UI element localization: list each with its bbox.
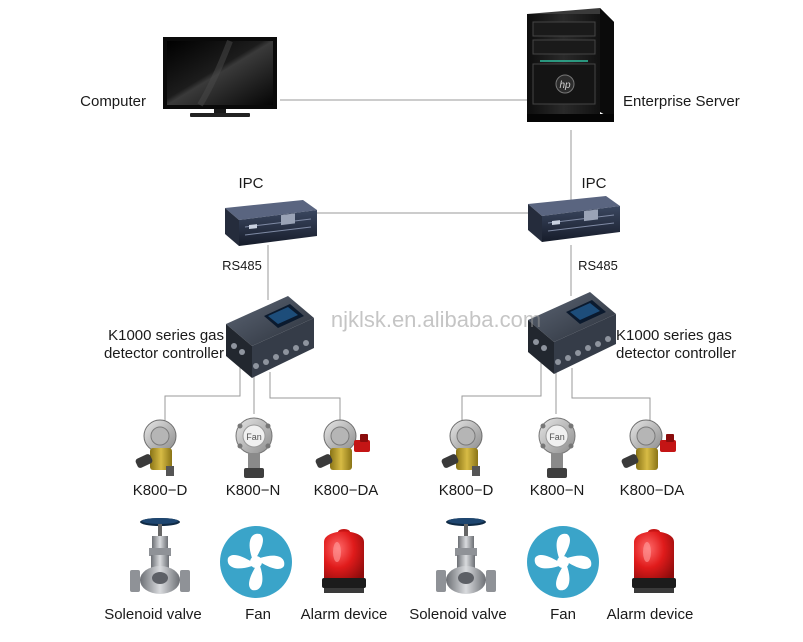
alarm-light-icon bbox=[632, 529, 676, 593]
rs485-label: RS485 bbox=[578, 258, 618, 273]
controller-icon bbox=[528, 292, 616, 374]
ipc-label: IPC bbox=[238, 175, 264, 192]
gas-detector-icon bbox=[134, 419, 177, 477]
connection-lines bbox=[164, 99, 651, 428]
controller-icon bbox=[226, 296, 314, 378]
alarm-light-icon bbox=[322, 529, 366, 593]
watermark: njklsk.en.alibaba.com bbox=[330, 307, 542, 332]
solenoid-valve-icon bbox=[130, 518, 190, 594]
device-label: Fan bbox=[550, 606, 576, 623]
detector-label: K800−DA bbox=[619, 482, 685, 499]
device-label: Fan bbox=[245, 606, 271, 623]
ipc-label: IPC bbox=[581, 175, 607, 192]
gas-detector-icon bbox=[440, 419, 483, 477]
device-label: Solenoid valve bbox=[409, 606, 507, 623]
controller-label-line-2: detector controller bbox=[103, 345, 224, 362]
ipc-rack-icon bbox=[224, 199, 318, 247]
device-label: Solenoid valve bbox=[104, 606, 202, 623]
device-label: Alarm device bbox=[300, 606, 388, 623]
server-logo: hp bbox=[559, 80, 571, 91]
gas-detector-icon bbox=[538, 417, 576, 479]
gas-detector-icon bbox=[314, 419, 371, 471]
ipc-rack-icon bbox=[527, 195, 621, 243]
detector-label: K800−N bbox=[225, 482, 281, 499]
solenoid-valve-icon bbox=[436, 518, 496, 594]
gas-detector-icon bbox=[235, 417, 273, 479]
detector-label: K800−D bbox=[438, 482, 494, 499]
detector-label: K800−DA bbox=[313, 482, 379, 499]
monitor-icon bbox=[163, 37, 277, 117]
fan-icon bbox=[527, 526, 599, 598]
detector-label: K800−N bbox=[529, 482, 585, 499]
computer-label: Computer bbox=[80, 93, 146, 110]
controller-label-line-2: detector controller bbox=[616, 345, 737, 362]
controller-label-line-1: K1000 series gas bbox=[616, 327, 732, 344]
device-label: Alarm device bbox=[606, 606, 694, 623]
rs485-label: RS485 bbox=[222, 258, 262, 273]
gas-detector-icon bbox=[620, 419, 677, 471]
fan-icon bbox=[220, 526, 292, 598]
detector-label: K800−D bbox=[132, 482, 188, 499]
server-label: Enterprise Server bbox=[623, 93, 740, 110]
controller-label-line-1: K1000 series gas bbox=[108, 327, 224, 344]
server-tower-icon: hp bbox=[527, 8, 614, 122]
